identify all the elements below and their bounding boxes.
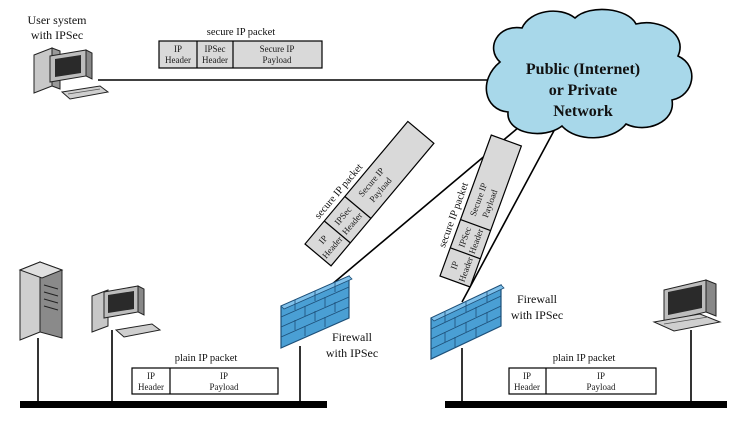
plain-right-packet-title: plain IP packet	[553, 353, 616, 364]
cloud-label-line1: Public (Internet)	[526, 61, 640, 78]
left-workstation-computer-icon	[91, 285, 162, 338]
secure-packet-ipsec-header-l1: IPSec	[205, 44, 226, 54]
cloud-shape	[485, 8, 693, 139]
right-lan-bus	[445, 401, 727, 408]
secure-packet-ip-header-l2: Header	[165, 55, 191, 65]
right-workstation-computer-icon	[652, 279, 722, 332]
right-firewall-to-cloud-line	[461, 126, 557, 303]
secure-packet-ip-header-l1: IP	[174, 44, 182, 54]
plain-left-ip-header-l2: Header	[138, 382, 164, 392]
right-firewall-label-line2: with IPSec	[511, 308, 563, 322]
left-firewall-label-line1: Firewall	[332, 330, 373, 344]
plain-ip-packet-left: plain IP packet IP Header IP Payload	[131, 353, 279, 395]
plain-left-packet-title: plain IP packet	[175, 353, 238, 364]
secure-ip-packet-tilted-left: secure IP packet IP Header IPSec Header …	[304, 120, 435, 267]
secure-packet-title: secure IP packet	[207, 27, 275, 38]
user-system-label-line1: User system	[28, 13, 88, 27]
left-lan-drop-lines	[37, 330, 301, 402]
cloud-label-line2: or Private	[549, 82, 618, 99]
secure-packet-ipsec-header-l2: Header	[202, 55, 228, 65]
right-firewall-label-line1: Firewall	[517, 292, 558, 306]
secure-packet-payload-l1: Secure IP	[260, 44, 295, 54]
plain-right-ip-header-l1: IP	[523, 371, 531, 381]
plain-left-payload-l2: Payload	[210, 382, 239, 392]
server-tower-icon	[18, 261, 64, 341]
public-network-cloud: Public (Internet) or Private Network	[485, 8, 693, 139]
left-lan-bus	[20, 401, 327, 408]
user-system-computer-icon	[33, 47, 110, 100]
right-lan-drop-lines	[461, 330, 692, 402]
plain-left-ip-header-l1: IP	[147, 371, 155, 381]
plain-left-payload-l1: IP	[220, 371, 228, 381]
plain-ip-packet-right: plain IP packet IP Header IP Payload	[508, 353, 657, 395]
plain-right-payload-l1: IP	[597, 371, 605, 381]
secure-ip-packet-tilted-right: secure IP packet IP Header IPSec Header …	[437, 134, 523, 288]
user-system-label-line2: with IPSec	[31, 28, 83, 42]
plain-right-ip-header-l2: Header	[514, 382, 540, 392]
tilted-right-ip-header-l1: IP	[448, 260, 460, 271]
left-firewall-label-line2: with IPSec	[326, 346, 378, 360]
plain-right-payload-l2: Payload	[587, 382, 616, 392]
right-firewall-brick-wall-icon	[430, 284, 505, 360]
cloud-label-line3: Network	[553, 103, 613, 120]
secure-packet-payload-l2: Payload	[263, 55, 292, 65]
left-firewall-brick-wall-icon	[280, 275, 353, 349]
secure-ip-packet-top: secure IP packet IP Header IPSec Header …	[158, 27, 323, 69]
